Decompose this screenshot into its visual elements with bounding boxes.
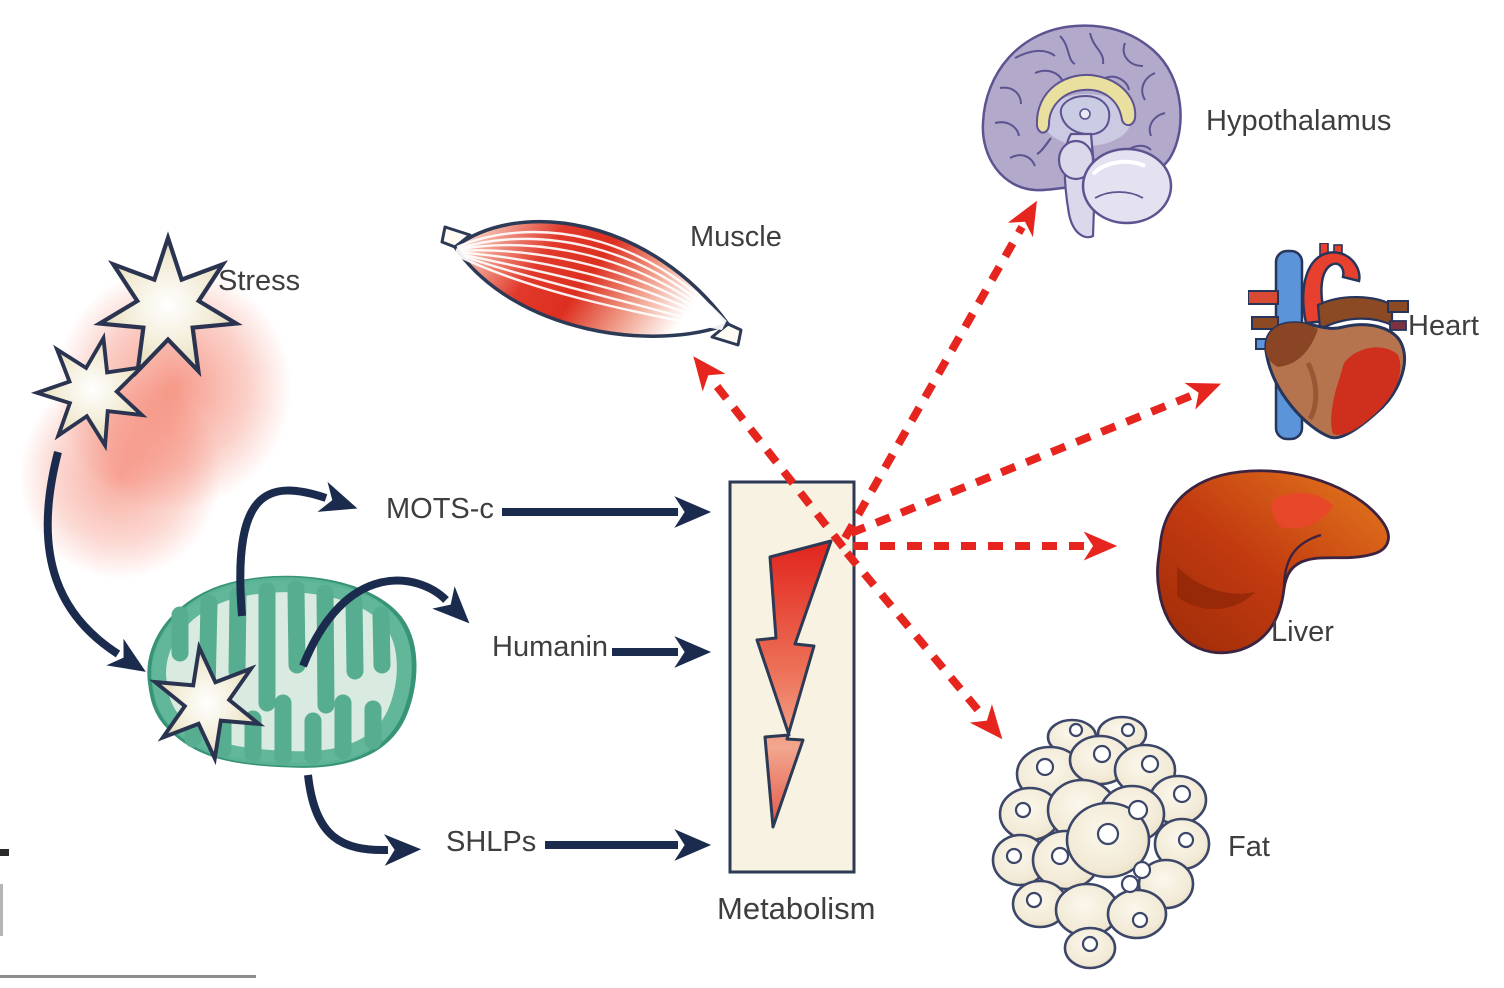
- heart-label: Heart: [1408, 310, 1479, 342]
- stress-label: Stress: [218, 265, 301, 297]
- fat-label: Fat: [1228, 831, 1270, 863]
- left-edge-dot-artifact: [0, 849, 9, 856]
- liver-illustration: [1156, 469, 1390, 655]
- stress-stars-icon: [27, 238, 236, 454]
- arrow-mitochondrion-to-shlps: [304, 774, 422, 866]
- muscle-label: Muscle: [690, 221, 782, 253]
- heart-illustration: [1248, 243, 1409, 441]
- liver-label: Liver: [1271, 616, 1334, 648]
- left-edge-artifact: [0, 884, 3, 936]
- dashed-arrows: [693, 200, 1222, 740]
- arrow-mitochondrion-to-humanin: [299, 576, 470, 668]
- metabolism-label: Metabolism: [717, 891, 876, 926]
- arrow-metabolism-to-fat: [843, 550, 1003, 740]
- arrow-mitochondrion-to-mots-c: [236, 481, 358, 617]
- fat-cells-illustration: [991, 715, 1211, 970]
- brain-illustration: [981, 24, 1182, 239]
- hypothalamus-label: Hypothalamus: [1206, 105, 1392, 137]
- metabolism-box: [728, 480, 856, 874]
- lightning-bolt-icon: [755, 539, 833, 829]
- arrow-metabolism-to-hypothalamus: [841, 200, 1037, 540]
- arrow-metabolism-to-heart: [849, 382, 1222, 537]
- shlps-label: SHLPs: [446, 826, 537, 858]
- humanin-label: Humanin: [492, 631, 609, 663]
- solid-arrows: [43, 450, 712, 866]
- mots-c-label: MOTS-c: [386, 493, 494, 525]
- bottom-edge-artifact: [0, 975, 256, 978]
- cristae: [171, 580, 391, 766]
- arrow-metabolism-to-muscle: [693, 356, 847, 550]
- mitochondrion-illustration: [147, 575, 417, 768]
- muscle-illustration: [440, 220, 743, 347]
- arrow-stress-to-mitochondrion: [43, 450, 146, 672]
